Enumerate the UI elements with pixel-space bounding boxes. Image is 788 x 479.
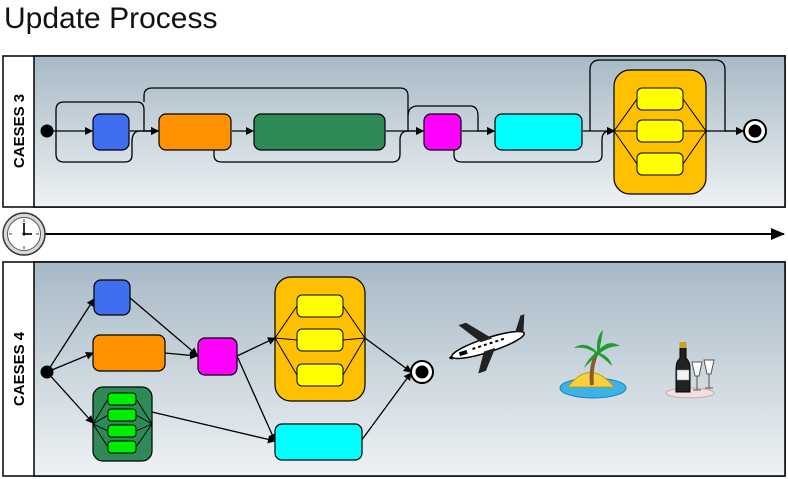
- champagne-icon: [665, 342, 715, 399]
- page-title: Update Process: [4, 2, 218, 35]
- task-blue-2: [93, 279, 131, 316]
- task-dark-green: [253, 113, 386, 151]
- task-magenta: [423, 113, 462, 151]
- start-event: [40, 124, 54, 138]
- task-cyan: [494, 113, 583, 151]
- task-orange: [158, 113, 232, 151]
- island-icon: [559, 330, 627, 399]
- lane2-nodes: [40, 276, 434, 462]
- task-cyan-2: [274, 423, 363, 461]
- task-magenta-2: [197, 337, 238, 376]
- lane-label-caeses-3: CAESES 3: [11, 94, 28, 168]
- lane1-connectors: [47, 59, 744, 163]
- task-orange-2: [92, 334, 166, 372]
- start-event-2: [40, 365, 54, 379]
- clock-icon: [2, 212, 46, 256]
- airplane-icon: [449, 314, 525, 374]
- timeline: [2, 212, 785, 256]
- lane2-connectors: [46, 296, 412, 444]
- lane-label-caeses-4: CAESES 4: [11, 331, 28, 406]
- lane1-nodes: [40, 69, 767, 195]
- end-event: [743, 119, 767, 143]
- parallel-subprocess-2: [274, 276, 366, 402]
- task-blue: [92, 113, 130, 151]
- green-subprocess: [92, 386, 153, 462]
- parallel-subprocess: [613, 69, 707, 195]
- end-event-2: [410, 360, 434, 384]
